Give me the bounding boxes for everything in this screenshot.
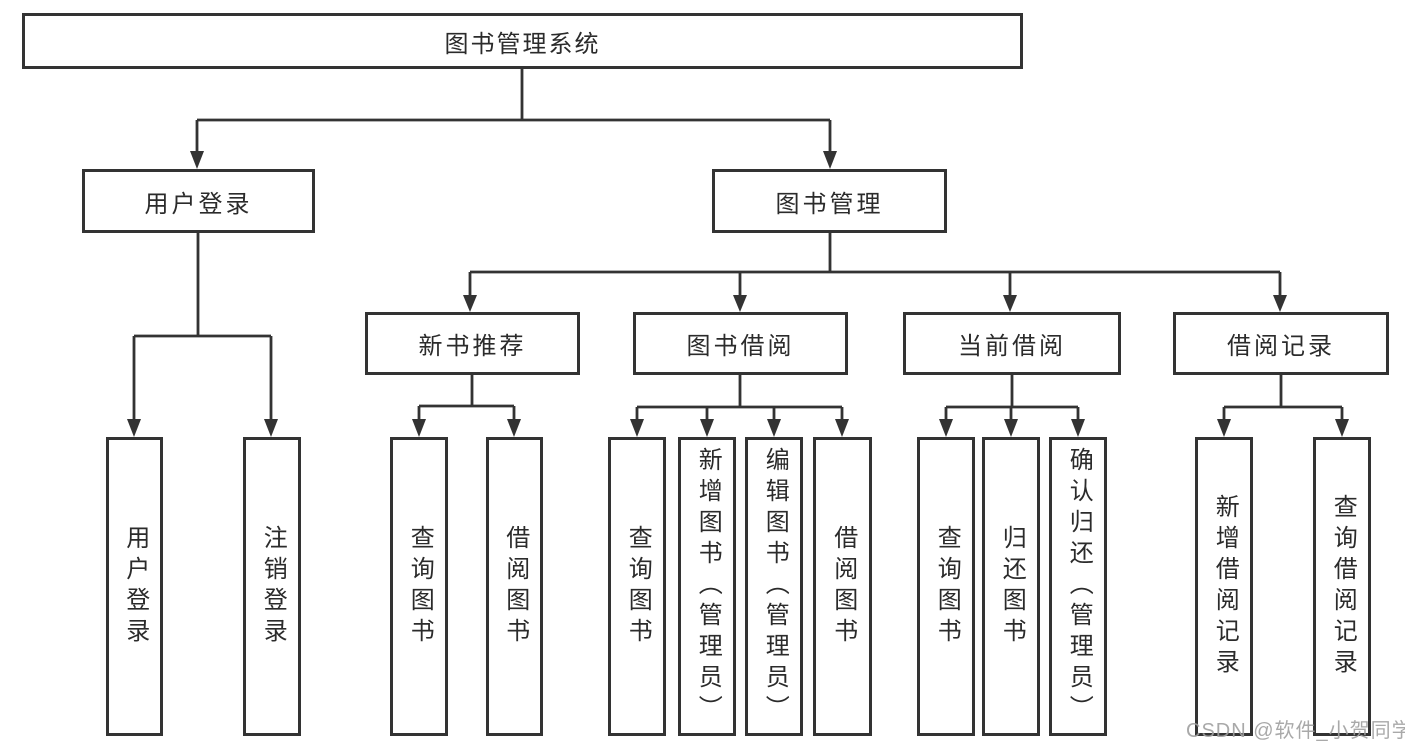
node-library-management-system: 图书管理系统 xyxy=(22,13,1023,69)
leaf-return-books: 归还图书 xyxy=(982,437,1040,736)
node-label: 图书借阅 xyxy=(686,333,795,360)
leaf-add-borrow-record: 新增借阅记录 xyxy=(1195,437,1253,736)
node-book-borrowing: 图书借阅 xyxy=(633,312,848,375)
node-book-management: 图书管理 xyxy=(712,169,947,233)
leaf-label: 归还图书 xyxy=(998,524,1026,649)
node-new-book-recommend: 新书推荐 xyxy=(365,312,580,375)
leaf-query-borrow-record: 查询借阅记录 xyxy=(1313,437,1371,736)
node-label: 图书管理 xyxy=(775,190,884,218)
node-label: 用户登录 xyxy=(144,190,253,218)
leaf-label: 查询图书 xyxy=(933,524,961,649)
leaf-add-books-admin: 新增图书（管理员） xyxy=(678,437,736,736)
leaf-label: 借阅图书 xyxy=(501,524,529,649)
node-user-login: 用户登录 xyxy=(82,169,315,233)
leaf-label: 新增图书（管理员） xyxy=(694,447,722,726)
node-current-borrowing: 当前借阅 xyxy=(903,312,1121,375)
leaf-label: 查询图书 xyxy=(406,524,434,649)
csdn-watermark: CSDN @软件_小贺同学 xyxy=(1186,720,1405,742)
leaf-edit-books-admin: 编辑图书（管理员） xyxy=(745,437,803,736)
node-label: 当前借阅 xyxy=(958,333,1066,360)
leaf-borrow-books-2: 借阅图书 xyxy=(813,437,872,736)
node-label: 图书管理系统 xyxy=(444,30,601,58)
node-borrowing-records: 借阅记录 xyxy=(1173,312,1389,375)
leaf-label: 注销登录 xyxy=(259,524,287,649)
leaf-query-books-1: 查询图书 xyxy=(390,437,448,736)
leaf-logout: 注销登录 xyxy=(243,437,301,736)
leaf-user-login: 用户登录 xyxy=(106,437,163,736)
leaf-label: 编辑图书（管理员） xyxy=(761,447,789,726)
edge-strokes xyxy=(132,69,1344,420)
node-label: 新书推荐 xyxy=(418,333,527,360)
leaf-label: 确认归还（管理员） xyxy=(1065,447,1093,726)
leaf-borrow-books-1: 借阅图书 xyxy=(486,437,543,736)
leaf-label: 查询借阅记录 xyxy=(1329,493,1357,680)
leaf-label: 新增借阅记录 xyxy=(1211,493,1239,680)
node-label: 借阅记录 xyxy=(1227,333,1335,360)
leaf-confirm-return-admin: 确认归还（管理员） xyxy=(1049,437,1107,736)
leaf-query-books-2: 查询图书 xyxy=(608,437,666,736)
leaf-label: 借阅图书 xyxy=(829,524,857,649)
leaf-query-books-3: 查询图书 xyxy=(917,437,975,736)
leaf-label: 查询图书 xyxy=(624,524,652,649)
leaf-label: 用户登录 xyxy=(121,524,149,649)
arrowheads xyxy=(127,151,1349,437)
